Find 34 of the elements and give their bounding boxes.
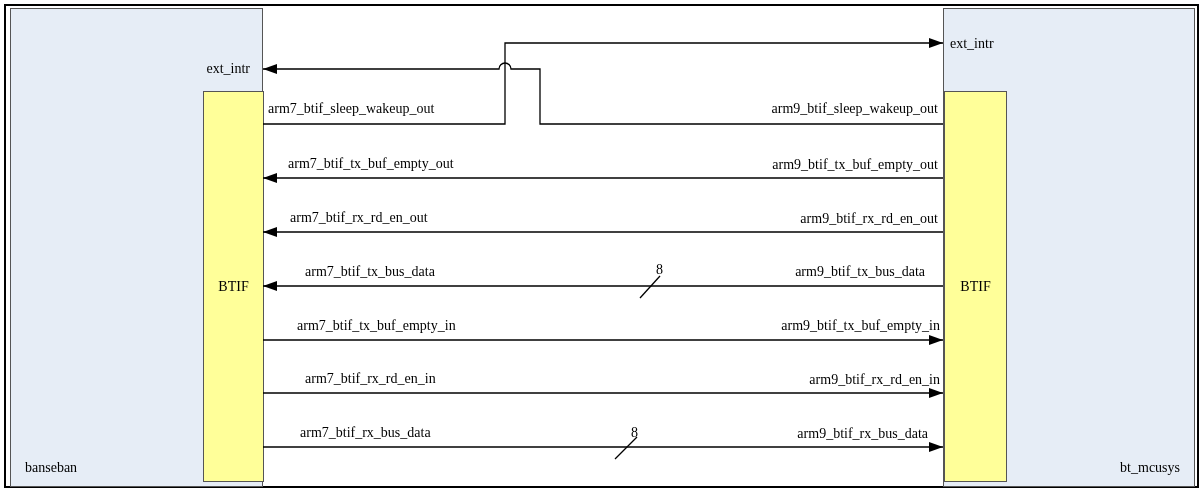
signal-arrow	[262, 335, 944, 345]
bus-width-number: 8	[656, 262, 663, 278]
signal-name: arm9_btif_rx_bus_data	[797, 426, 928, 442]
interface-box	[203, 91, 264, 482]
block-name: banseban	[25, 460, 78, 476]
signal-name: arm9_btif_sleep_wakeup_out	[771, 101, 938, 117]
signal-name: arm9_btif_tx_buf_empty_in	[781, 318, 940, 334]
signal-arrow	[262, 173, 944, 183]
signal-name: arm9_btif_rx_rd_en_in	[809, 372, 940, 388]
signal-name: arm7_btif_rx_rd_en_out	[290, 210, 428, 226]
interface-name: BTIF	[218, 278, 249, 295]
port-label: ext_intr	[950, 36, 994, 52]
signal-name: arm7_btif_sleep_wakeup_out	[268, 101, 435, 117]
block-box	[10, 8, 263, 487]
signal-name: arm7_btif_tx_buf_empty_out	[288, 156, 454, 172]
signal-arrow	[262, 38, 944, 125]
interface-box	[944, 91, 1007, 482]
block-box	[943, 8, 1195, 487]
bus-width-number: 8	[631, 425, 638, 441]
signal-name: arm9_btif_rx_rd_en_out	[800, 211, 938, 227]
signal-name: arm9_btif_tx_bus_data	[795, 264, 925, 280]
signal-arrow	[262, 227, 944, 237]
signal-arrow	[262, 62, 944, 125]
signal-arrow	[262, 442, 944, 452]
signal-name: arm7_btif_rx_bus_data	[300, 425, 431, 441]
signal-name: arm9_btif_tx_buf_empty_out	[772, 157, 938, 173]
signal-name: arm7_btif_tx_bus_data	[305, 264, 435, 280]
signal-name: arm7_btif_tx_buf_empty_in	[297, 318, 456, 334]
signal-arrow	[262, 388, 944, 398]
signal-arrow	[262, 281, 944, 291]
signal-name: arm7_btif_rx_rd_en_in	[305, 371, 436, 387]
port-label: ext_intr	[206, 61, 250, 77]
block-name: bt_mcusys	[1120, 460, 1180, 476]
interface-name: BTIF	[960, 278, 991, 295]
